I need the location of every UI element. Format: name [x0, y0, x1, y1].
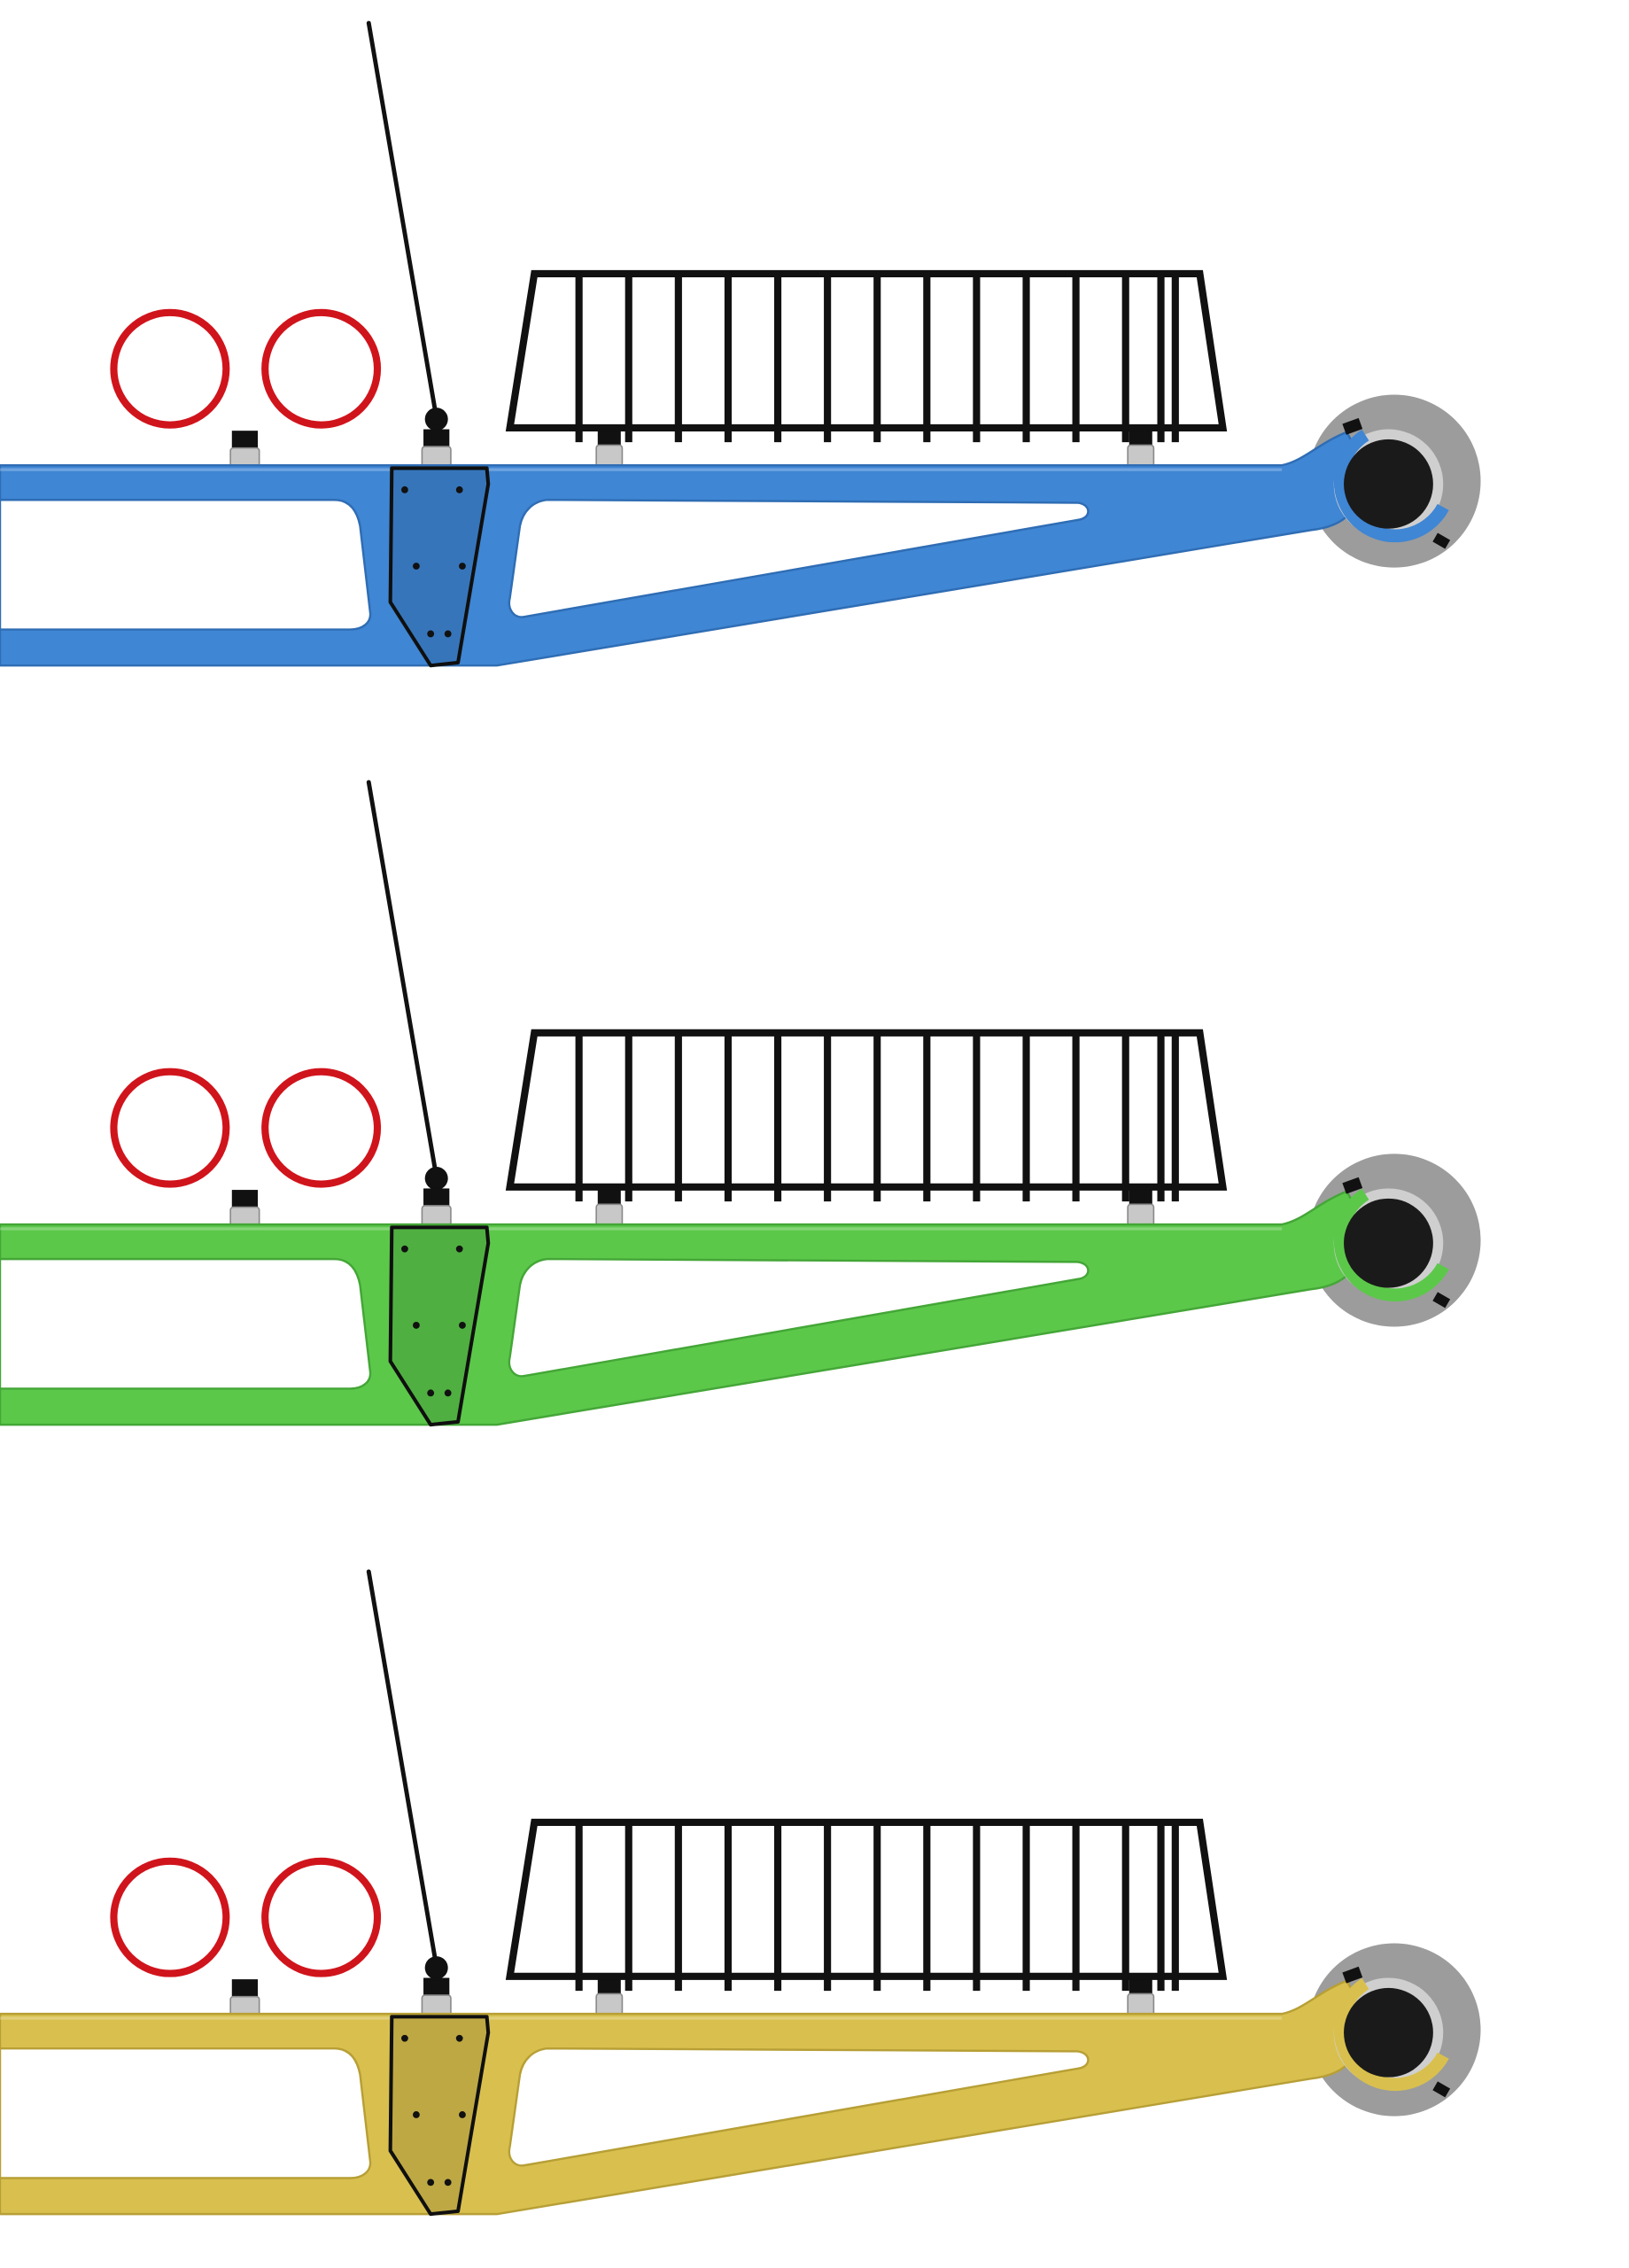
- rack-frame: [505, 269, 1228, 443]
- ring-right: [261, 308, 382, 429]
- sensor-cap: [231, 1979, 259, 1997]
- ring-right: [261, 1857, 382, 1977]
- hub-clamp-screw-top: [1342, 417, 1363, 435]
- arm-panel-green: [0, 780, 1481, 1427]
- hub-center: [1344, 439, 1433, 529]
- antenna-base: [421, 446, 452, 468]
- ring-left: [110, 308, 230, 429]
- rack-outline: [505, 1029, 1228, 1191]
- plate-bolt: [413, 1322, 420, 1329]
- rack-mount-left: [595, 1203, 624, 1227]
- rack-mount-right: [1127, 1203, 1155, 1227]
- plate-bolt: [413, 563, 420, 570]
- plate-bolt: [455, 485, 463, 493]
- plate-bolt: [427, 630, 435, 638]
- sensor-post: [229, 447, 260, 468]
- arm-panel-yellow: [0, 1569, 1481, 2217]
- rack-mount-left: [595, 1992, 624, 2016]
- antenna-base-knob: [424, 1167, 448, 1191]
- ring-left: [110, 1068, 230, 1188]
- rack-mount-left: [595, 444, 624, 468]
- arm-body: [0, 431, 1363, 667]
- antenna-mast: [366, 1569, 439, 1969]
- ring-left: [110, 1857, 230, 1977]
- hub-clamp-screw-top: [1342, 1966, 1363, 1984]
- antenna-base: [421, 1205, 452, 1227]
- rack-outline: [505, 269, 1228, 431]
- antenna-mast: [366, 20, 439, 420]
- rack-frame: [505, 1029, 1228, 1202]
- mounting-plate-shade: [390, 1227, 489, 1425]
- sensor-post: [229, 1206, 260, 1227]
- sensor-cap: [231, 1190, 259, 1208]
- rack-mount-left-cap: [597, 1979, 621, 1994]
- hub-clamp-ring: [1333, 1188, 1449, 1301]
- plate-bolt: [459, 1322, 466, 1329]
- sensor-cap: [231, 431, 259, 448]
- mounting-plate: [388, 2015, 491, 2217]
- antenna-mast: [366, 780, 439, 1179]
- hub-clamp-screw-top: [1342, 1177, 1363, 1194]
- plate-bolt: [444, 2179, 452, 2186]
- plate-bolt: [455, 2034, 463, 2042]
- plate-bolt: [459, 563, 466, 570]
- antenna-base-cap: [423, 1188, 450, 1206]
- rack-mount-right-cap: [1129, 431, 1152, 446]
- mounting-plate: [388, 1225, 491, 1427]
- antenna-base-knob: [424, 408, 448, 431]
- rack-mount-left-cap: [597, 1190, 621, 1205]
- rack-mount-right: [1127, 1992, 1155, 2016]
- rack-mount-right-cap: [1129, 1979, 1152, 1994]
- hub-center: [1344, 1198, 1433, 1288]
- plate-bolt: [444, 1389, 452, 1397]
- antenna-base-knob: [424, 1956, 448, 1980]
- plate-bolt: [401, 1245, 408, 1253]
- rack-mount-right: [1127, 444, 1155, 468]
- antenna-base-cap: [423, 429, 450, 447]
- rack-outline: [505, 1818, 1228, 1980]
- rack-frame: [505, 1818, 1228, 1992]
- arm-body: [0, 1190, 1363, 1426]
- plate-bolt: [413, 2111, 420, 2118]
- plate-bolt: [427, 2179, 435, 2186]
- plate-bolt: [401, 485, 408, 493]
- plate-bolt: [459, 2111, 466, 2118]
- mounting-plate-shade: [390, 2016, 489, 2215]
- hub-clamp-screw-bottom: [1432, 2081, 1451, 2098]
- hub-clamp-ring: [1333, 429, 1449, 543]
- rack-mount-left-cap: [597, 431, 621, 446]
- sensor-post: [229, 1995, 260, 2016]
- arm-body: [0, 1979, 1363, 2216]
- hub-center: [1344, 1987, 1433, 2078]
- plate-bolt: [427, 1389, 435, 1397]
- antenna-base-cap: [423, 1977, 450, 1996]
- antenna-base: [421, 1994, 452, 2016]
- plate-bolt: [401, 2034, 408, 2042]
- mounting-plate: [388, 466, 491, 668]
- ring-right: [261, 1068, 382, 1188]
- plate-bolt: [444, 630, 452, 638]
- hub-clamp-screw-bottom: [1432, 532, 1451, 549]
- hub-clamp-ring: [1333, 1977, 1449, 2092]
- hub-clamp-screw-bottom: [1432, 1292, 1451, 1309]
- mounting-plate-shade: [390, 468, 489, 666]
- scaled-figure: [0, 20, 1481, 2217]
- arm-panel-blue: [0, 20, 1481, 668]
- rack-mount-right-cap: [1129, 1190, 1152, 1205]
- plate-bolt: [455, 1245, 463, 1253]
